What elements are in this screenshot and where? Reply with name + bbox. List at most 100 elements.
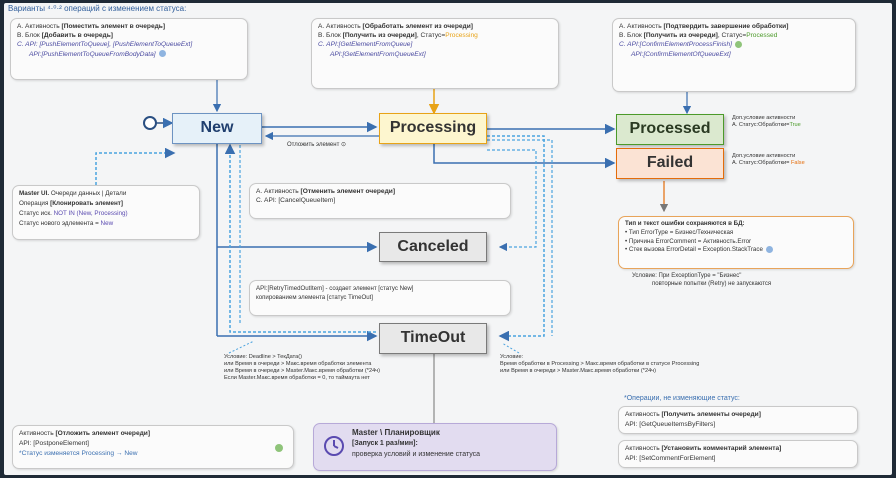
processed-condition: Доп.условие активности A. Статус:Обработ… xyxy=(732,115,801,129)
text: [Получить из очереди] xyxy=(643,32,718,40)
text: [Получить элементы очереди] xyxy=(661,411,761,418)
status-value: False xyxy=(791,160,805,166)
text: Доп.условие активности xyxy=(732,153,796,159)
text: Master UI. xyxy=(19,190,50,197)
diagram-title: Варианты ⁴·⁰·² операций с изменением ста… xyxy=(8,4,187,13)
text: *Статус изменяется Processing → New xyxy=(19,450,138,457)
text: [Клонировать элемент] xyxy=(50,200,123,207)
api-line: C. API: [CancelQueueItem] xyxy=(256,197,336,205)
box-error-info: Тип и текст ошибки сохраняются в БД: • Т… xyxy=(618,216,854,269)
text: [Установить комментарий элемента] xyxy=(661,445,782,452)
status-value: True xyxy=(789,122,801,128)
text: Если Master.Макс.время обработки = 0, то… xyxy=(224,375,370,381)
status-value: Processing xyxy=(445,32,478,40)
text: A. Активность xyxy=(17,23,62,30)
text: New xyxy=(100,220,114,227)
text: Условие: xyxy=(500,354,524,360)
box-set-comment: Активность [Установить комментарий элеме… xyxy=(618,440,858,468)
timeout-condition-right: Условие: Время обработки в Processing > … xyxy=(500,354,699,375)
text: Тип и текст ошибки сохраняются в БД: xyxy=(625,220,745,227)
text: [Поместить элемент в очередь] xyxy=(61,23,166,30)
text: Активность xyxy=(625,445,662,452)
box-scheduler: Master \ Планировщик [Запуск 1 раз/мин]:… xyxy=(313,423,557,471)
status-value: Processed xyxy=(746,32,778,40)
text: Активность xyxy=(19,430,56,437)
text: Время обработки в Processing > Макс.врем… xyxy=(500,361,700,367)
text: или Время в очереди > Макс.время обработ… xyxy=(224,361,372,367)
text: , Статус= xyxy=(717,32,747,40)
text: , Статус= xyxy=(416,32,446,40)
postpone-arrow-label: Отложить элемент ⊙ xyxy=(287,142,347,148)
state-failed: Failed xyxy=(616,148,724,179)
api-line: API: [SetCommentForElement] xyxy=(625,454,716,462)
box-confirm-finish: A. Активность [Подтвердить завершение об… xyxy=(612,18,856,92)
text: • Причина ErrorComment = Активность.Erro… xyxy=(625,237,752,245)
text: API:[RetryTimedOutItem] - создает элемен… xyxy=(256,285,414,292)
text: проверка условий и изменение статуса xyxy=(352,451,481,458)
error-retry-condition: Условие: При ExceptionType = "Бизнес" по… xyxy=(632,272,771,288)
text: Условие: Deadline > ТекДата() xyxy=(224,354,302,360)
clock-icon xyxy=(324,436,344,456)
state-processing: Processing xyxy=(379,113,487,144)
text: Условие: При ExceptionType = "Бизнес" xyxy=(632,273,742,279)
text: Доп.условие активности xyxy=(732,115,796,121)
connector-layer xyxy=(95,79,692,423)
text: A. Активность xyxy=(619,23,664,30)
status-dot-icon xyxy=(765,246,773,254)
status-dot-icon xyxy=(734,41,742,49)
text: или Время в очереди > Master.Макс.время … xyxy=(224,368,380,374)
text: [Отложить элемент очереди] xyxy=(55,430,151,437)
state-processed: Processed xyxy=(616,114,724,145)
text: Активность xyxy=(625,411,662,418)
text: Статус иск. xyxy=(19,210,54,217)
api-line: C. API: [PushElementToQueue], [PushEleme… xyxy=(17,41,193,49)
text: Статус нового эдлемента = xyxy=(19,220,101,227)
start-node xyxy=(143,116,157,130)
text: B. Блок xyxy=(17,32,42,40)
diagram-canvas: Варианты ⁴·⁰·² операций с изменением ста… xyxy=(4,3,892,475)
text: [Запуск 1 раз/мин]: xyxy=(352,440,418,447)
text: Master \ Планировщик xyxy=(352,428,440,437)
text: A. Статус:Обработки= xyxy=(732,122,790,128)
box-get-from-queue: A. Активность [Обработать элемент из оче… xyxy=(311,18,559,89)
text: [Добавить в очередь] xyxy=(41,32,113,40)
text: NOT IN (New, Processing) xyxy=(53,210,128,217)
status-dot-icon xyxy=(158,50,166,58)
nonchanging-title: *Операции, не изменяющие статус: xyxy=(624,395,740,402)
text: или Время в очереди > Master.Макс.время … xyxy=(500,368,656,374)
api-line: C. API:[ConfirmElementProcessFinish] xyxy=(619,41,732,49)
api-line: API: [GetQueueItemsByFilters] xyxy=(625,420,716,428)
text: Очереди данных | Детали xyxy=(49,190,127,197)
text: Операция xyxy=(19,200,51,207)
text: повторные попытки (Retry) не запускаются xyxy=(652,281,772,287)
box-get-queue-items: Активность [Получить элементы очереди] A… xyxy=(618,406,858,434)
api-line: C. API:[GetElementFromQueue] xyxy=(318,41,413,49)
failed-condition: Доп.условие активности A. Статус:Обработ… xyxy=(732,153,805,167)
status-dot-icon xyxy=(275,444,283,452)
text: [Подтвердить завершение обработки] xyxy=(663,23,789,30)
text: [Отменить элемент очереди] xyxy=(300,188,396,195)
text: A. Статус:Обработки= xyxy=(732,160,791,166)
box-retry-timeout: API:[RetryTimedOutItem] - создает элемен… xyxy=(249,280,511,316)
text: B. Блок xyxy=(619,32,644,40)
text: B. Блок xyxy=(318,32,343,40)
api-line: API: [PostponeElement] xyxy=(19,440,90,447)
api-line: API:[GetElementFromQueueExt] xyxy=(330,50,426,58)
state-timeout: TimeOut xyxy=(379,323,487,354)
timeout-condition-left: Условие: Deadline > ТекДата() или Время … xyxy=(224,354,380,382)
api-line: API:[PushElementToQueueFromBodyData] xyxy=(29,50,156,58)
text: [Получить из очереди] xyxy=(342,32,417,40)
text: • Стек вызова ErrorDetail = Exception.St… xyxy=(625,246,763,254)
text: копированием элемента [статус TimeOut] xyxy=(256,294,373,302)
box-postpone-element: Активность [Отложить элемент очереди] AP… xyxy=(12,425,294,469)
text: • Тип ErrorType = Бизнес/Техническая xyxy=(625,228,734,236)
text: [Обработать элемент из очереди] xyxy=(362,23,473,30)
api-line: API:[ConfirmElementOfQueueExt] xyxy=(631,50,731,58)
text: A. Активность xyxy=(318,23,363,30)
box-cancel-element: A. Активность [Отменить элемент очереди]… xyxy=(249,183,511,219)
state-new: New xyxy=(172,113,262,144)
box-master-ui-clone: Master UI. Очереди данных | Детали Опера… xyxy=(12,185,200,240)
box-push-to-queue: A. Активность [Поместить элемент в очере… xyxy=(10,18,248,80)
state-canceled: Canceled xyxy=(379,232,487,262)
text: A. Активность xyxy=(256,188,301,195)
